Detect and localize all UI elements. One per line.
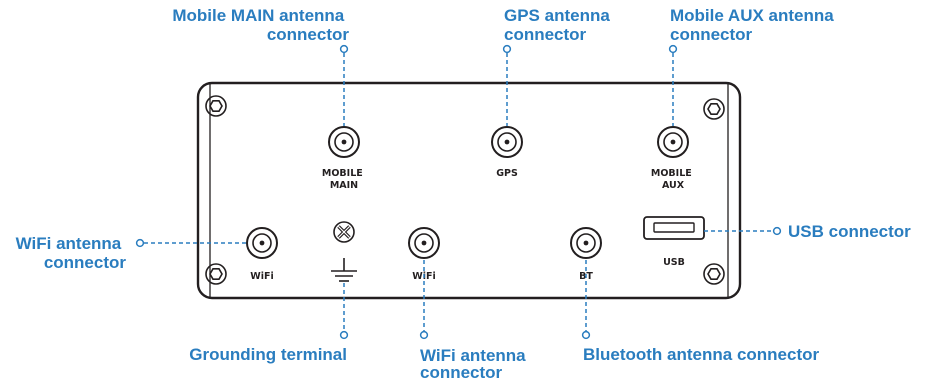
callout-grounding: Grounding terminal [189,345,347,364]
corner-screw [703,98,725,120]
panel-label-mobile-main-line2: MAIN [330,180,358,191]
leader-dot-bluetooth [581,330,591,340]
corner-screw [703,263,725,285]
panel-label-wifi-left: WiFi [250,271,273,282]
device-inner-outline [209,82,729,299]
leader-dot-usb [772,226,782,236]
device-panel [196,81,742,300]
callout-wifi-left: WiFi antenna connector [16,234,127,272]
panel-label-mobile-main-line1: MOBILE [322,168,363,179]
corner-screw [205,95,227,117]
callout-mobile-main: Mobile MAIN antenna connector [172,6,349,44]
callout-mobile-main-line2: connector [267,25,350,44]
panel-label-mobile-aux: MOBILE AUX [651,168,695,191]
leader-dot-wifi-left [135,238,145,248]
usb-port [643,216,705,240]
panel-label-mobile-aux-line2: AUX [662,180,685,191]
panel-label-usb: USB [663,257,685,268]
wifi-left-antenna-port [246,227,278,259]
grounding-screw-icon [333,221,355,243]
callout-gps-line2: connector [504,25,587,44]
callout-wifi-bottom-line1: WiFi antenna [420,346,526,365]
panel-label-gps: GPS [496,168,518,179]
wifi-center-antenna-port [408,227,440,259]
panel-label-mobile-main: MOBILE MAIN [322,168,366,191]
corner-screw [205,263,227,285]
panel-label-mobile-aux-line1: MOBILE [651,168,692,179]
gps-antenna-port [491,126,523,158]
callout-mobile-aux-line1: Mobile AUX antenna [670,6,834,25]
leader-dot-gps [502,44,512,54]
leader-dot-mobile-main [339,44,349,54]
device-body-outline [196,81,742,300]
leader-dot-grounding [339,330,349,340]
callout-mobile-main-line1: Mobile MAIN antenna [172,6,344,25]
callout-gps: GPS antenna connector [504,6,615,44]
ground-symbol-icon [331,258,357,282]
mobile-aux-antenna-port [657,126,689,158]
callout-mobile-aux: Mobile AUX antenna connector [670,6,838,44]
callout-mobile-aux-line2: connector [670,25,753,44]
leader-dot-wifi-center [419,330,429,340]
callout-usb: USB connector [788,222,911,241]
callout-wifi-bottom: WiFi antenna connector [420,346,530,380]
bt-antenna-port [570,227,602,259]
callout-wifi-left-line1: WiFi antenna [16,234,122,253]
callout-wifi-bottom-line2: connector [420,363,503,380]
callout-wifi-left-line2: connector [44,253,127,272]
leader-dot-mobile-aux [668,44,678,54]
callout-gps-line1: GPS antenna [504,6,610,25]
mobile-main-antenna-port [328,126,360,158]
callout-bluetooth: Bluetooth antenna connector [583,345,820,364]
